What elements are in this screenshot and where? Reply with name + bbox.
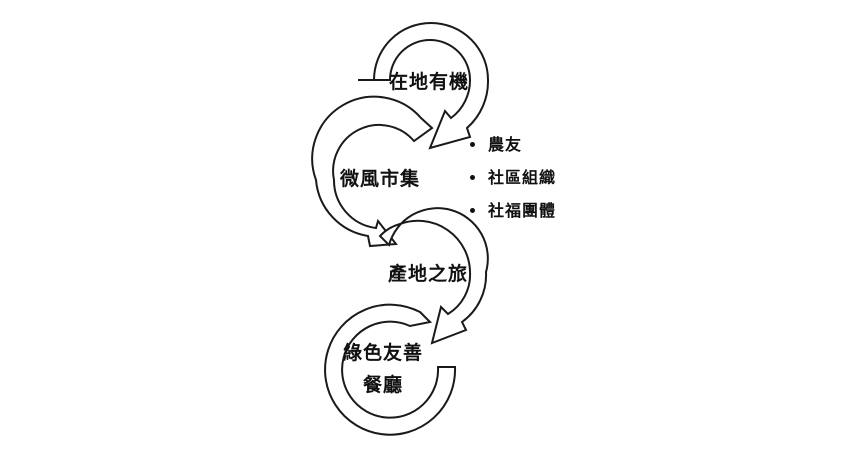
list-item: 農友 — [468, 133, 556, 166]
stage-label-breeze-market: 微風市集 — [340, 168, 421, 190]
stage-label-local-organic: 在地有機 — [389, 71, 470, 93]
stage-label-green-restaurant-line2: 餐廳 — [362, 374, 403, 396]
stage-label-green-restaurant-line1: 綠色友善 — [342, 342, 423, 364]
stage-4-curved-arrow — [324, 303, 457, 436]
stage-1-curved-arrow — [358, 22, 490, 150]
bullet-dot-icon — [470, 175, 475, 180]
list-item: 社福團體 — [468, 199, 556, 232]
bullet-dot-icon — [470, 142, 475, 147]
stage-3-curved-arrow — [378, 207, 489, 345]
stage-2-curved-arrow — [311, 95, 434, 248]
bullet-dot-icon — [470, 208, 475, 213]
list-item: 社區組織 — [468, 166, 556, 199]
stage-label-farm-tour: 產地之旅 — [388, 263, 469, 285]
partner-label: 農友 — [488, 135, 523, 154]
partner-label: 社區組織 — [488, 168, 557, 187]
partner-label: 社福團體 — [488, 201, 557, 220]
partner-list: 農友 社區組織 社福團體 — [468, 133, 556, 232]
